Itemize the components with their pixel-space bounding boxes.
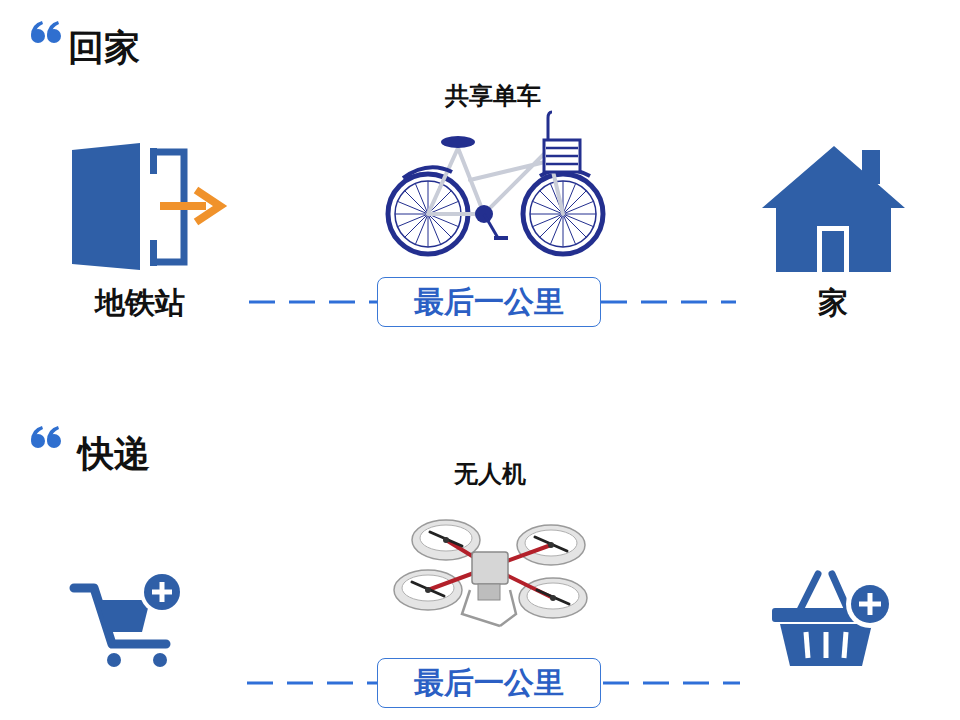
wheel-spoke — [563, 191, 586, 214]
item-label: 无人机 — [454, 460, 526, 489]
wheel-spoke — [428, 214, 429, 247]
wheel-spoke — [540, 214, 563, 237]
exit-door-icon — [72, 143, 220, 270]
node-label: 家 — [736, 285, 930, 321]
wheel-spoke — [563, 214, 576, 244]
node-label: 地铁站 — [31, 285, 249, 321]
box-text: 最后一公里 — [414, 665, 564, 701]
wheel-spoke — [563, 214, 596, 215]
house-icon — [762, 146, 905, 272]
wheel-spoke — [428, 214, 451, 237]
home-node: 家 — [736, 140, 930, 325]
drone-illustration — [394, 520, 587, 626]
process-box: 最后一公里 — [377, 277, 601, 327]
wheel-spoke — [405, 214, 428, 237]
wheel-spoke — [533, 214, 563, 227]
wheel-spoke — [405, 191, 428, 214]
wheel-spoke — [398, 214, 428, 227]
section-heading: 回家 — [68, 26, 140, 69]
item-label: 共享单车 — [445, 82, 541, 111]
quote-mark — [31, 426, 61, 448]
process-box: 最后一公里 — [377, 658, 601, 708]
wheel-spoke — [428, 214, 441, 244]
section-heading: 快递 — [78, 432, 150, 475]
wheel-spoke — [530, 214, 563, 215]
wheel-spoke — [563, 201, 593, 214]
dashed-connector — [601, 301, 736, 304]
bicycle-illustration — [388, 112, 603, 254]
dashed-connector — [249, 301, 377, 304]
quote-mark — [31, 21, 61, 43]
cart-icon — [74, 570, 184, 667]
wheel-spoke — [563, 214, 586, 237]
wheel-spoke — [563, 214, 564, 247]
wheel-spoke — [395, 214, 428, 215]
basket-icon — [772, 574, 894, 666]
wheel-spoke — [415, 184, 428, 214]
box-text: 最后一公里 — [414, 284, 564, 320]
station-node: 地铁站 — [31, 140, 249, 325]
